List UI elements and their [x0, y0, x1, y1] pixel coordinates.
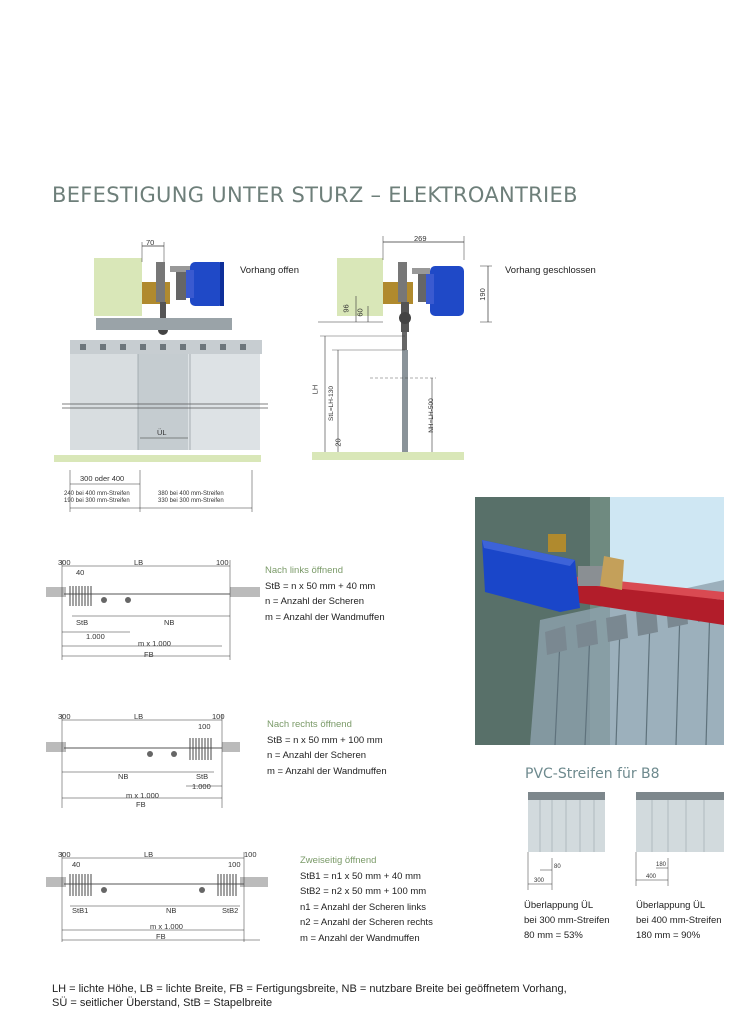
formula-both-line: n2 = Anzahl der Scheren rechts — [300, 917, 433, 928]
pvc-caption-left-line: Überlappung ÜL — [524, 900, 594, 911]
footer-legend: LH = lichte Höhe, LB = lichte Breite, FB… — [52, 982, 567, 1010]
formula-left-line: StB = n x 50 mm + 40 mm — [265, 580, 376, 592]
formula-both-line: n1 = Anzahl der Scheren links — [300, 901, 426, 913]
formula-right-heading: Nach rechts öffnend — [267, 719, 352, 730]
pvc-title: PVC-Streifen für B8 — [525, 766, 660, 782]
plan-both-40: 40 — [72, 860, 81, 869]
label-curtain-open: Vorhang offen — [240, 265, 299, 276]
formula-both-block: Zweiseitig öffnend StB1 = n1 x 50 mm + 4… — [300, 853, 433, 946]
pvc-caption-right-line: 180 mm = 90% — [636, 930, 701, 941]
formula-both-line: StB1 = n1 x 50 mm + 40 mm — [300, 870, 421, 882]
plan-right-100b: 100 — [198, 722, 211, 731]
plan-left-fb: FB — [144, 650, 154, 659]
label-curtain-closed: Vorhang geschlossen — [505, 265, 596, 276]
plan-left-300: 300 — [58, 558, 71, 567]
pvc-dim-180: 180 — [656, 862, 667, 868]
plan-right-1000: 1.000 — [192, 782, 211, 791]
plan-left-1000: 1.000 — [86, 632, 105, 641]
note-right-2: 330 bei 300 mm-Streifen — [158, 498, 224, 504]
plan-both-stb2: StB2 — [222, 906, 239, 915]
plan-right-m1000: m x 1.000 — [126, 791, 159, 800]
note-left-2: 190 bei 300 mm-Streifen — [64, 498, 130, 504]
note-left-1: 240 bei 400 mm-Streifen — [64, 491, 130, 497]
plan-left-lb: LB — [134, 558, 144, 567]
plan-both-fb: FB — [156, 932, 166, 941]
pvc-dim-400: 400 — [646, 874, 657, 880]
plan-both-stb1: StB1 — [72, 906, 89, 915]
plan-right-fb: FB — [136, 800, 146, 809]
plan-left-m1000: m x 1.000 — [138, 639, 171, 648]
formula-right-block: Nach rechts öffnend StB = n x 50 mm + 10… — [267, 717, 387, 779]
formula-right-line: m = Anzahl der Wandmuffen — [267, 765, 387, 777]
pvc-dim-80: 80 — [554, 864, 561, 870]
plan-left-40: 40 — [76, 568, 85, 577]
plan-left-nb: NB — [164, 618, 175, 627]
plan-right-lb: LB — [134, 712, 144, 721]
pvc-caption-right: Überlappung ÜL bei 400 mm-Streifen 180 m… — [636, 898, 722, 943]
formula-left-heading: Nach links öffnend — [265, 565, 343, 576]
formula-left-block: Nach links öffnend StB = n x 50 mm + 40 … — [265, 563, 385, 625]
plan-left-stb: StB — [76, 618, 89, 627]
plan-right-300: 300 — [58, 712, 71, 721]
plan-both-nb: NB — [166, 906, 177, 915]
plan-left-100: 100 — [216, 558, 229, 567]
formula-left-line: n = Anzahl der Scheren — [265, 596, 365, 607]
plan-right-100a: 100 — [212, 712, 225, 721]
note-right-1: 380 bei 400 mm-Streifen — [158, 491, 224, 497]
formula-right-line: n = Anzahl der Scheren — [267, 750, 367, 761]
plan-both-m1000: m x 1.000 — [150, 922, 183, 931]
dim-300-or-400: 300 oder 400 — [80, 474, 125, 483]
pvc-caption-left-line: bei 300 mm-Streifen — [524, 915, 610, 926]
plan-right-nb: NB — [118, 772, 129, 781]
pvc-dim-300: 300 — [534, 878, 545, 884]
plan-both-100a: 100 — [228, 860, 241, 869]
plan-both-lb: LB — [144, 850, 154, 859]
plan-right-stb: StB — [196, 772, 209, 781]
footer-line-2: SÜ = seitlicher Überstand, StB = Stapelb… — [52, 997, 273, 1009]
dim-70: 70 — [146, 238, 155, 247]
pvc-caption-left-line: 80 mm = 53% — [524, 930, 583, 941]
pvc-caption-right-line: bei 400 mm-Streifen — [636, 915, 722, 926]
formula-both-line: StB2 = n2 x 50 mm + 100 mm — [300, 886, 427, 897]
footer-line-1: LH = lichte Höhe, LB = lichte Breite, FB… — [52, 983, 567, 995]
dim-ul: ÜL — [157, 428, 167, 437]
formula-both-line: m = Anzahl der Wandmuffen — [300, 932, 420, 944]
plan-both-100b: 100 — [244, 850, 257, 859]
formula-right-line: StB = n x 50 mm + 100 mm — [267, 734, 383, 746]
formula-both-heading: Zweiseitig öffnend — [300, 855, 377, 866]
dim-269: 269 — [414, 234, 427, 243]
pvc-caption-right-line: Überlappung ÜL — [636, 900, 706, 911]
plan-both-300: 300 — [58, 850, 71, 859]
page-title: BEFESTIGUNG UNTER STURZ – ELEKTROANTRIEB — [52, 183, 578, 207]
formula-left-line: m = Anzahl der Wandmuffen — [265, 611, 385, 623]
pvc-caption-left: Überlappung ÜL bei 300 mm-Streifen 80 mm… — [524, 898, 610, 943]
